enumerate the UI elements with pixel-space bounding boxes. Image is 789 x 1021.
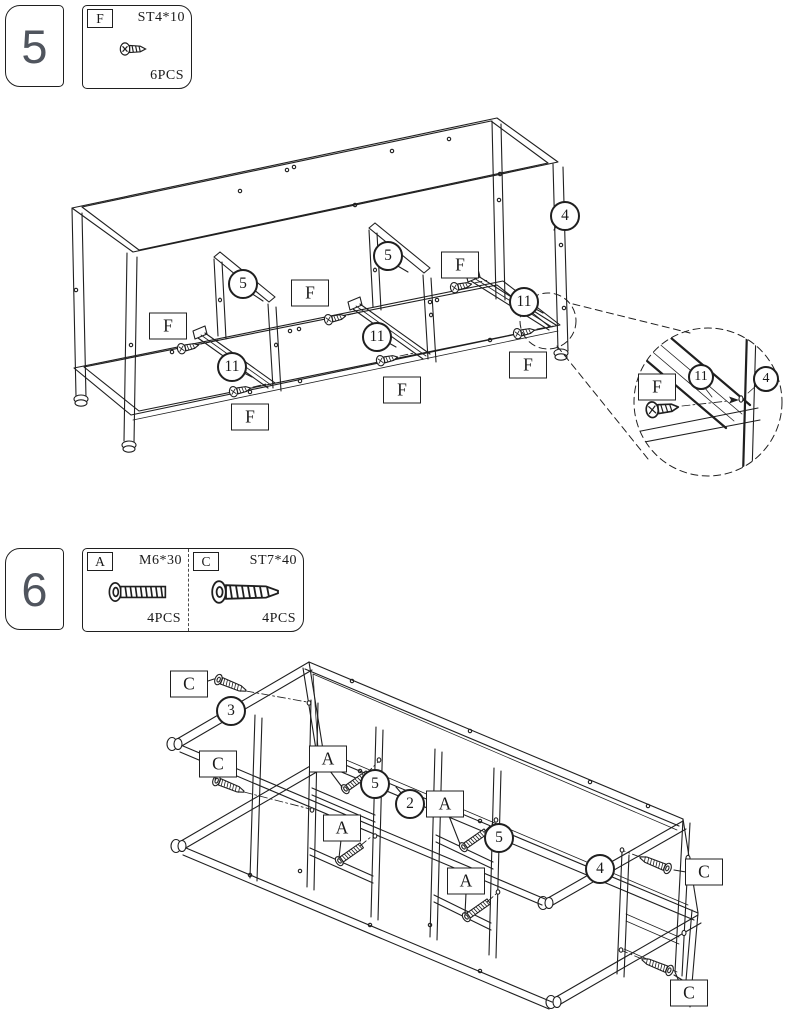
step6-hardware-box: A M6*30 4PCS C ST7*40 bbox=[82, 548, 304, 632]
step6-callout-number-5: 5 bbox=[484, 823, 514, 853]
step6-callout-number-5: 5 bbox=[360, 769, 390, 799]
hardware-c-section: C ST7*40 4PCS bbox=[189, 549, 303, 631]
step5-callout-number-4: 4 bbox=[550, 201, 580, 231]
step5-part-label-F: F bbox=[509, 351, 547, 379]
step5-callout-number-11: 11 bbox=[509, 287, 539, 317]
top-frame bbox=[71, 117, 559, 253]
part-code-F-label: F bbox=[96, 10, 104, 26]
step6-part-label-C: C bbox=[685, 858, 723, 886]
step6-part-label-A: A bbox=[323, 814, 361, 842]
step5-part-label-F: F bbox=[291, 279, 329, 307]
f-screws bbox=[175, 278, 554, 399]
step5-callout-number-11: 11 bbox=[362, 322, 392, 352]
step-6-label: 6 bbox=[21, 562, 48, 616]
step5-part-label-F: F bbox=[149, 312, 187, 340]
step5-part-label-F: F bbox=[383, 376, 421, 404]
leader-lines-step5 bbox=[241, 222, 559, 378]
long-screw-icon bbox=[211, 580, 279, 604]
step-number-6: 6 bbox=[5, 548, 64, 630]
magnifier-detail bbox=[519, 292, 783, 477]
part-qty-C: 4PCS bbox=[262, 611, 296, 626]
detail-view bbox=[634, 328, 761, 476]
part-qty-A: 4PCS bbox=[147, 611, 181, 626]
c-screws bbox=[210, 672, 676, 978]
step5-callout-number-11: 11 bbox=[217, 352, 247, 382]
step5-callout-number-5: 5 bbox=[228, 269, 258, 299]
leader-lines-step6 bbox=[204, 678, 687, 982]
step6-callout-number-2: 2 bbox=[395, 789, 425, 819]
step6-part-label-A: A bbox=[447, 867, 485, 895]
step6-part-label-C: C bbox=[199, 750, 237, 778]
hardware-box-divider bbox=[188, 549, 189, 631]
step6-part-label-C: C bbox=[670, 979, 708, 1007]
step5-part-label-F: F bbox=[638, 373, 676, 401]
step6-part-label-A: A bbox=[426, 790, 464, 818]
part-spec-A: M6*30 bbox=[139, 553, 182, 568]
divider-frame-1 bbox=[306, 699, 384, 921]
frame-legs bbox=[71, 120, 569, 453]
divider-frame-2 bbox=[429, 748, 502, 959]
step5-callout-number-5: 5 bbox=[373, 241, 403, 271]
hardware-a-section: A M6*30 4PCS bbox=[83, 549, 188, 631]
short-screw-icon bbox=[119, 42, 147, 56]
part-spec-C: ST7*40 bbox=[249, 553, 297, 568]
step6-callout-number-4: 4 bbox=[585, 854, 615, 884]
step5-hardware-box: F ST4*10 6PCS bbox=[82, 5, 192, 89]
step6-part-label-C: C bbox=[170, 670, 208, 698]
step5-callout-number-11: 11 bbox=[688, 364, 714, 390]
a-bolts bbox=[333, 761, 497, 924]
step5-part-label-F: F bbox=[231, 403, 269, 431]
bolt-icon bbox=[108, 582, 167, 602]
end-posts bbox=[249, 714, 680, 978]
step5-part-label-F: F bbox=[441, 251, 479, 279]
screw-holes bbox=[247, 678, 651, 974]
part-code-C-label: C bbox=[201, 553, 211, 569]
step6-callout-number-3: 3 bbox=[216, 696, 246, 726]
step5-callout-number-4: 4 bbox=[753, 366, 779, 392]
step-5-label: 5 bbox=[21, 19, 48, 73]
part-spec-F: ST4*10 bbox=[137, 10, 185, 25]
part-code-A-label: A bbox=[95, 553, 105, 569]
part-qty-F: 6PCS bbox=[150, 68, 184, 83]
screw-holes bbox=[73, 136, 567, 395]
step6-part-label-A: A bbox=[309, 745, 347, 773]
step-number-5: 5 bbox=[5, 5, 64, 87]
part-code-A: A bbox=[87, 552, 113, 571]
part-code-C: C bbox=[193, 552, 219, 571]
part-code-F: F bbox=[87, 9, 113, 28]
